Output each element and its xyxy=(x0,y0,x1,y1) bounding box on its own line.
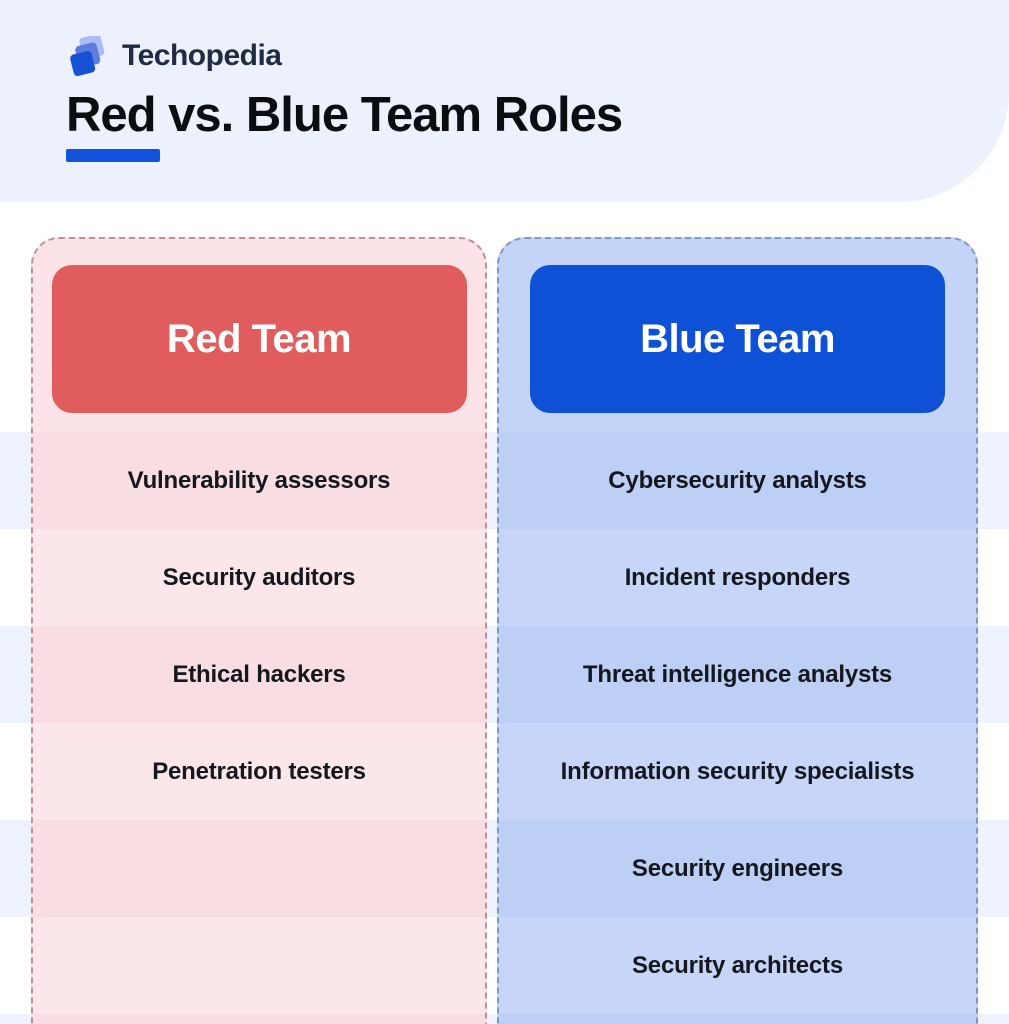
red-team-rows: Vulnerability assessors Security auditor… xyxy=(33,432,485,1024)
red-team-panel: Red Team Vulnerability assessors Securit… xyxy=(31,237,487,1024)
blue-team-row-empty xyxy=(499,1014,976,1024)
blue-team-rows: Cybersecurity analysts Incident responde… xyxy=(499,432,976,1024)
red-team-row-empty xyxy=(33,1014,485,1024)
red-team-header-card: Red Team xyxy=(51,265,467,413)
blue-team-row: Incident responders xyxy=(499,529,976,626)
red-team-row: Security auditors xyxy=(33,529,485,626)
blue-team-header-card: Blue Team xyxy=(530,265,945,413)
red-team-row: Vulnerability assessors xyxy=(33,432,485,529)
blue-team-row: Threat intelligence analysts xyxy=(499,626,976,723)
red-team-row: Ethical hackers xyxy=(33,626,485,723)
blue-team-row: Information security specialists xyxy=(499,723,976,820)
blue-team-panel: Blue Team Cybersecurity analysts Inciden… xyxy=(497,237,978,1024)
red-team-row-empty xyxy=(33,917,485,1014)
brand: Techopedia xyxy=(66,36,282,76)
techopedia-logo-icon xyxy=(70,36,105,76)
page-title: Red vs. Blue Team Roles xyxy=(66,88,623,142)
blue-team-row: Security architects xyxy=(499,917,976,1014)
blue-team-title: Blue Team xyxy=(640,316,835,361)
header-band: Techopedia Red vs. Blue Team Roles xyxy=(0,0,1009,202)
blue-team-row: Security engineers xyxy=(499,820,976,917)
red-team-row-empty xyxy=(33,820,485,917)
brand-name: Techopedia xyxy=(122,39,282,72)
red-team-title: Red Team xyxy=(166,316,352,361)
red-team-row: Penetration testers xyxy=(33,723,485,820)
blue-team-row: Cybersecurity analysts xyxy=(499,432,976,529)
title-underline-bar xyxy=(66,149,160,162)
